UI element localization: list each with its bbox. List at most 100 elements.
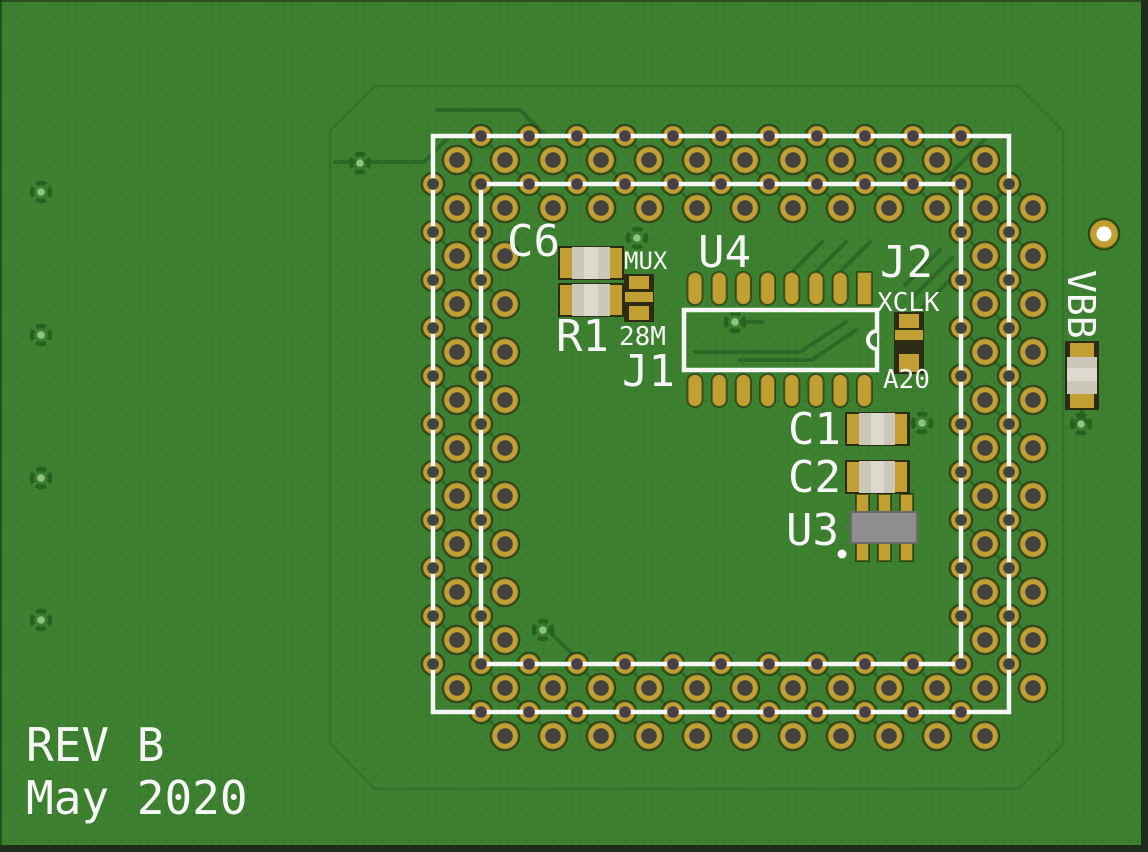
pad bbox=[427, 514, 439, 526]
pad bbox=[571, 130, 583, 142]
pad bbox=[497, 200, 513, 216]
pad bbox=[475, 466, 487, 478]
copper-trace bbox=[431, 134, 1035, 738]
pad bbox=[785, 200, 801, 216]
pad bbox=[929, 200, 945, 216]
pad bbox=[619, 658, 631, 670]
pad bbox=[641, 200, 657, 216]
pad bbox=[1025, 440, 1041, 456]
label-mux: MUX bbox=[624, 247, 668, 275]
pad bbox=[1025, 536, 1041, 552]
pad bbox=[593, 200, 609, 216]
label-xclk: XCLK bbox=[877, 288, 940, 318]
pad bbox=[427, 226, 439, 238]
pad bbox=[1025, 296, 1041, 312]
pad bbox=[449, 200, 465, 216]
drill-holes bbox=[427, 130, 1041, 744]
via bbox=[29, 608, 53, 632]
via-center bbox=[37, 616, 45, 624]
pad bbox=[497, 296, 513, 312]
copper-traces bbox=[431, 134, 1035, 738]
label-c2: C2 bbox=[788, 452, 841, 503]
u3-pin1-dot bbox=[837, 549, 847, 559]
pad bbox=[785, 728, 801, 744]
pad bbox=[427, 466, 439, 478]
pad bbox=[449, 344, 465, 360]
component-vbb bbox=[1065, 341, 1099, 410]
pad bbox=[833, 152, 849, 168]
pad bbox=[955, 226, 967, 238]
pad bbox=[737, 680, 753, 696]
label-28m: 28M bbox=[619, 322, 666, 352]
via-center bbox=[539, 626, 547, 634]
label-u4: U4 bbox=[698, 227, 751, 278]
pad bbox=[497, 440, 513, 456]
u4-smd-pad bbox=[783, 271, 801, 306]
pad bbox=[1003, 274, 1015, 286]
pad bbox=[427, 658, 439, 670]
pad bbox=[667, 130, 679, 142]
pad bbox=[523, 130, 535, 142]
vias bbox=[29, 151, 1093, 642]
pad bbox=[475, 610, 487, 622]
board-edge-right bbox=[1141, 0, 1148, 852]
pad bbox=[955, 562, 967, 574]
component-c6-capacitor bbox=[558, 246, 624, 280]
pad bbox=[811, 130, 823, 142]
pad bbox=[955, 130, 967, 142]
pad bbox=[763, 658, 775, 670]
pad bbox=[475, 562, 487, 574]
label-revision: REV B bbox=[26, 718, 164, 772]
pad bbox=[523, 178, 535, 190]
pad bbox=[571, 178, 583, 190]
copper-trace-extra bbox=[333, 108, 1092, 661]
via-center bbox=[37, 331, 45, 339]
pad bbox=[689, 200, 705, 216]
pad bbox=[833, 680, 849, 696]
pad bbox=[475, 418, 487, 430]
vbb-mount-hole bbox=[1087, 217, 1121, 251]
pad bbox=[545, 728, 561, 744]
via bbox=[723, 310, 747, 334]
pad bbox=[1003, 466, 1015, 478]
pad bbox=[715, 706, 727, 718]
pad bbox=[1025, 344, 1041, 360]
pad bbox=[955, 610, 967, 622]
label-a20: A20 bbox=[883, 365, 930, 395]
pad bbox=[571, 706, 583, 718]
pad bbox=[1003, 658, 1015, 670]
component-u3-sot bbox=[837, 493, 918, 562]
pad bbox=[497, 728, 513, 744]
pad bbox=[1003, 226, 1015, 238]
component-u4-ic-pads bbox=[686, 271, 873, 408]
u4-smd-pad bbox=[759, 373, 777, 408]
via-center bbox=[918, 419, 926, 427]
pad bbox=[763, 178, 775, 190]
via bbox=[910, 411, 934, 435]
pad bbox=[689, 680, 705, 696]
pad bbox=[859, 178, 871, 190]
pad bbox=[619, 178, 631, 190]
pad bbox=[571, 658, 583, 670]
pad bbox=[977, 632, 993, 648]
pad bbox=[427, 610, 439, 622]
pad bbox=[955, 322, 967, 334]
pad bbox=[1003, 562, 1015, 574]
u4-smd-pad bbox=[831, 271, 849, 306]
pad bbox=[737, 728, 753, 744]
pad bbox=[811, 706, 823, 718]
pad bbox=[1025, 200, 1041, 216]
pad bbox=[881, 728, 897, 744]
pad bbox=[593, 680, 609, 696]
pad bbox=[977, 152, 993, 168]
pad bbox=[449, 584, 465, 600]
via-center bbox=[37, 188, 45, 196]
via bbox=[348, 151, 372, 175]
u4-smd-pad bbox=[686, 271, 704, 306]
pad bbox=[881, 152, 897, 168]
component-xclk-jumper bbox=[894, 312, 924, 374]
pad bbox=[619, 706, 631, 718]
pad bbox=[475, 178, 487, 190]
via-center bbox=[1077, 420, 1085, 428]
